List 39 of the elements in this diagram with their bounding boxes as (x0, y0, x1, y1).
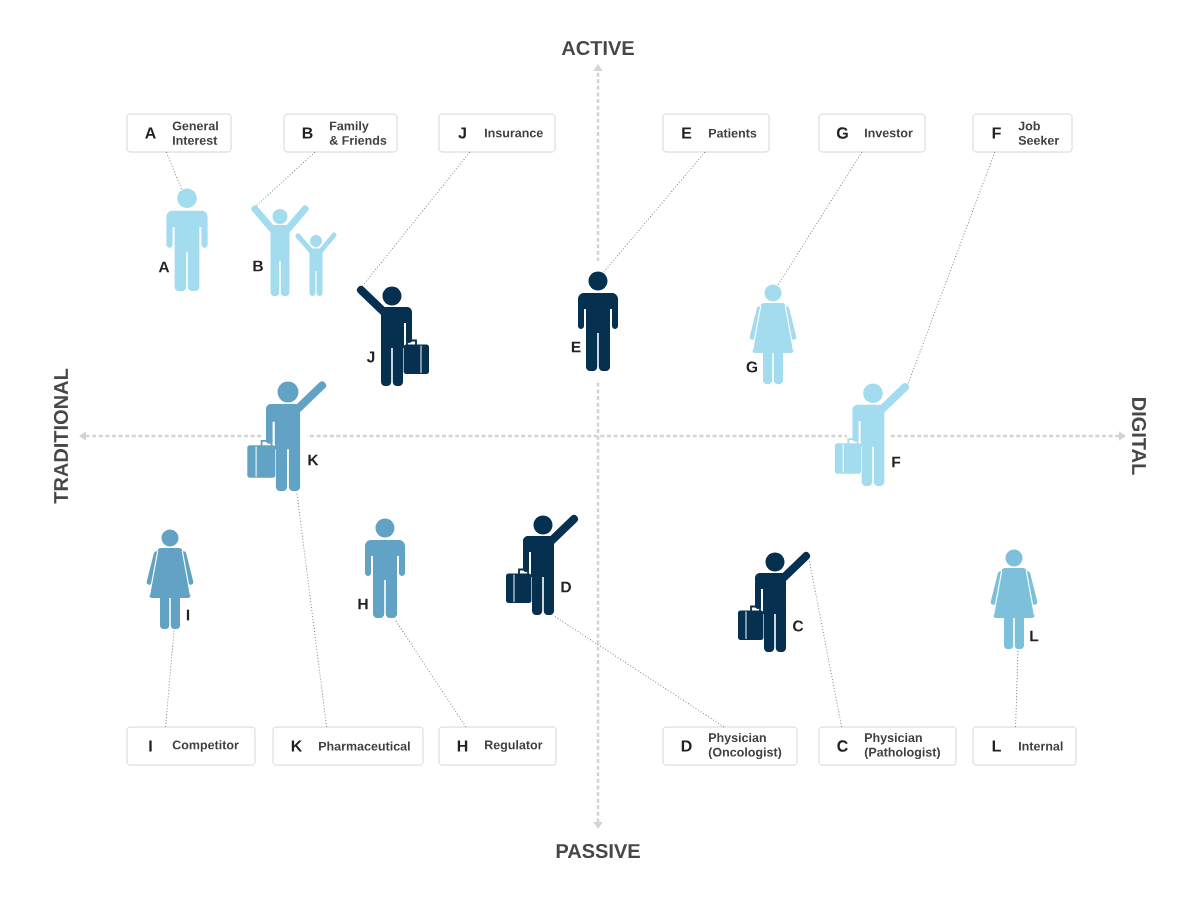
leader-line (361, 151, 471, 288)
axis-label: ACTIVE (561, 40, 634, 56)
axis-label: DIGITAL (1131, 398, 1147, 475)
label-box: J Insurance (438, 113, 556, 153)
label-box: L Internal (972, 726, 1077, 766)
figure-letter: H (358, 598, 368, 610)
leader-line (255, 151, 316, 207)
label-box: H Regulator (438, 726, 557, 766)
figure-letter: J (366, 351, 375, 363)
axis-label: TRADITIONAL (53, 368, 69, 504)
label-box: F Job Seeker (972, 113, 1073, 153)
label-box: D Physician (Oncologist) (662, 726, 798, 766)
figure-letter: C (793, 620, 804, 632)
label-box: I Competitor (126, 726, 256, 766)
figure-letter: A (158, 261, 170, 273)
leader-line (1015, 649, 1019, 728)
label-box: G Investor (818, 113, 926, 153)
axis-label: PASSIVE (556, 843, 640, 859)
figure-letter: D (561, 581, 571, 593)
leader-line (296, 492, 328, 728)
label-box: C Physician (Pathologist) (818, 726, 957, 766)
leader-line (554, 615, 725, 728)
leader-line (165, 629, 175, 728)
leader-line (166, 151, 183, 191)
figure-letter: L (1030, 630, 1039, 642)
figure-letter: K (308, 454, 319, 466)
label-box: B Family & Friends (283, 113, 398, 153)
figure-letter: G (746, 361, 758, 373)
label-box: K Pharmaceutical (272, 726, 424, 766)
figure-letter: I (186, 609, 190, 621)
label-box: A General Interest (126, 113, 232, 153)
leader-line (394, 618, 467, 728)
leader-line (808, 558, 843, 728)
label-box: E Patients (662, 113, 770, 153)
leader-line (907, 151, 996, 385)
leader-line (603, 151, 706, 273)
figure-letter: F (892, 456, 901, 468)
leader-line (777, 151, 863, 286)
figure-letter: B (253, 260, 263, 272)
